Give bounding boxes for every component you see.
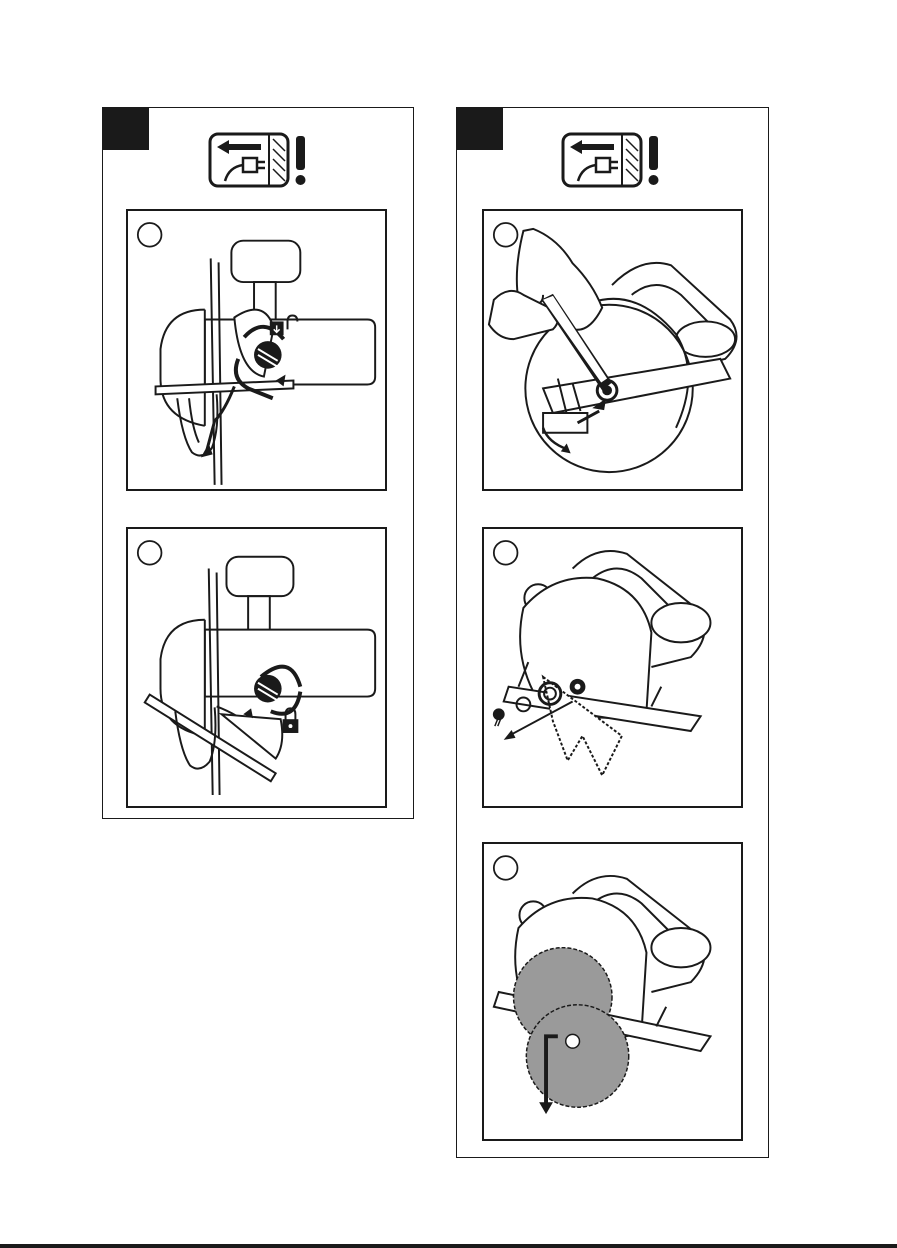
unplug-warning-icon [560, 131, 668, 191]
figure-remove-washers [482, 527, 743, 808]
page-bottom-rule [0, 1244, 897, 1248]
section-tab [457, 108, 503, 150]
step-number-circle [494, 856, 518, 880]
step-number-circle [138, 223, 162, 247]
step-number-circle [494, 223, 518, 247]
figure-lift-blade [482, 842, 743, 1141]
figure-bevel-unlock [126, 209, 387, 491]
step-number-circle [494, 541, 518, 565]
figure-wrench-loosen [482, 209, 743, 491]
unplug-warning-icon [207, 131, 315, 191]
figure-bevel-lock [126, 527, 387, 808]
step-number-circle [138, 541, 162, 565]
section-tab [103, 108, 149, 150]
